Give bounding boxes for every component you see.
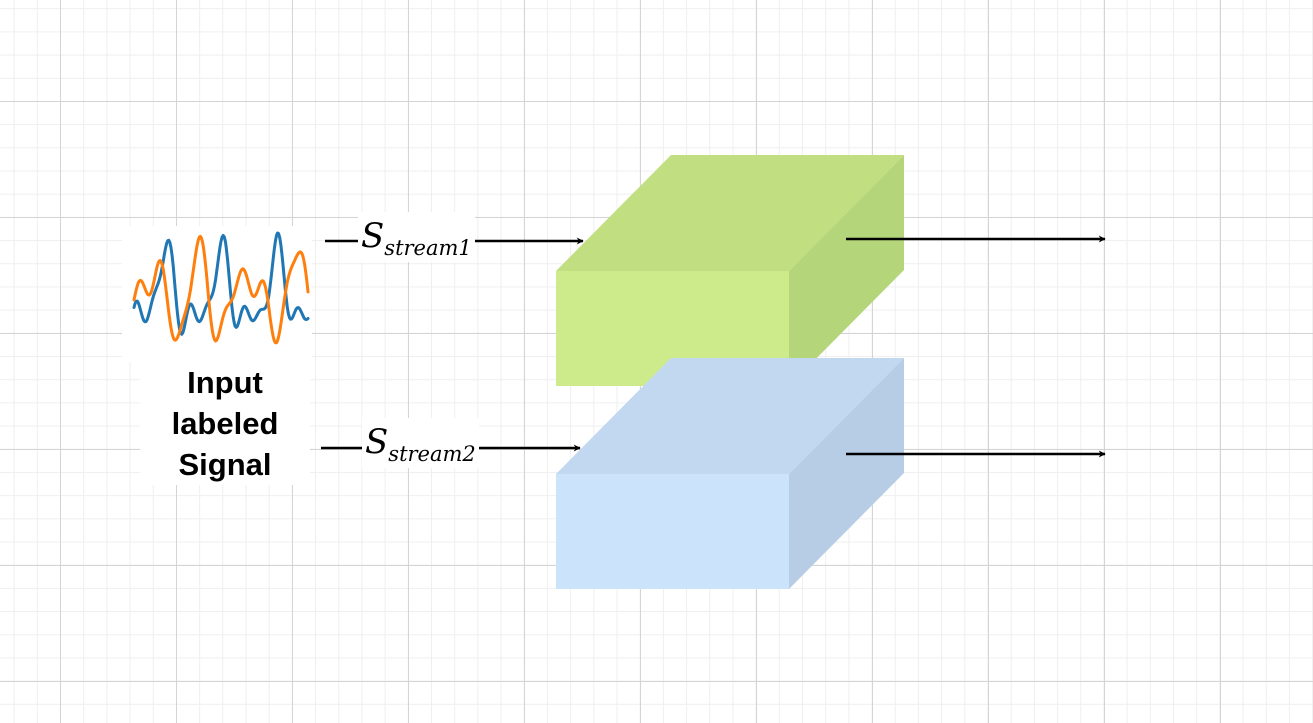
stream1-block-side-face (789, 155, 904, 386)
stream2-label-subscript: stream2 (388, 442, 476, 466)
stream2-block (556, 358, 904, 589)
signal-thumbnail (122, 226, 312, 362)
stream2-label: Sstream2 (362, 418, 479, 468)
stream1-block-top-face (556, 155, 904, 271)
input-label-line-3: Signal (178, 447, 272, 482)
input-label-line-1: Input (187, 365, 263, 400)
stream1-label-main: S (361, 216, 385, 256)
stream2-block-front-face (556, 474, 789, 589)
stream1-label: Sstream1 (358, 212, 475, 262)
stream1-block (556, 155, 904, 386)
signal-blue-waveform (132, 231, 310, 336)
input-signal-label: Input labeled Signal (140, 362, 310, 485)
stream2-block-top-face (556, 358, 904, 474)
signal-orange-waveform (132, 234, 310, 345)
input-label-line-2: labeled (171, 406, 279, 441)
stream1-label-subscript: stream1 (384, 236, 472, 260)
stream2-block-side-face (789, 358, 904, 589)
stream2-label-main: S (365, 422, 389, 462)
